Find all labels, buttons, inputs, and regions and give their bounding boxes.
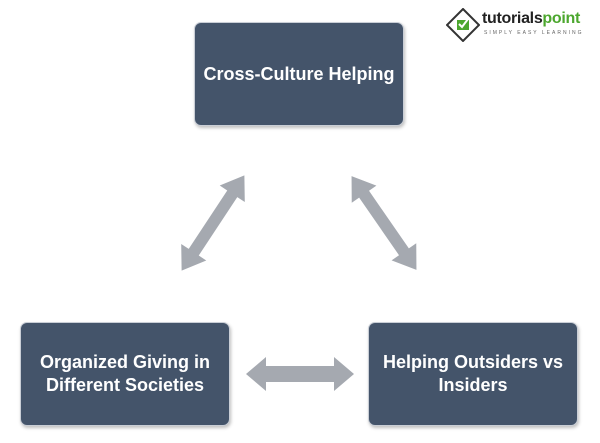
- arrow-bottom: [246, 357, 354, 391]
- arrow-top-right: [351, 176, 417, 270]
- logo-tagline: SIMPLY EASY LEARNING: [484, 30, 584, 36]
- node-label: Cross-Culture Helping: [203, 63, 395, 84]
- arrow-top-left: [181, 175, 245, 271]
- tutorialspoint-logo: tutorialspoint SIMPLY EASY LEARNING: [445, 7, 596, 43]
- node-organized-giving: Organized Giving in Different Societies: [20, 322, 230, 426]
- logo-diamond-icon: [445, 7, 481, 43]
- node-label: Helping Outsiders vs Insiders: [382, 352, 564, 395]
- logo-wordmark: tutorialspoint: [482, 10, 581, 27]
- node-cross-culture-helping: Cross-Culture Helping: [194, 22, 404, 126]
- node-helping-outsiders: Helping Outsiders vs Insiders: [368, 322, 578, 426]
- node-label: Organized Giving in Different Societies: [39, 352, 210, 395]
